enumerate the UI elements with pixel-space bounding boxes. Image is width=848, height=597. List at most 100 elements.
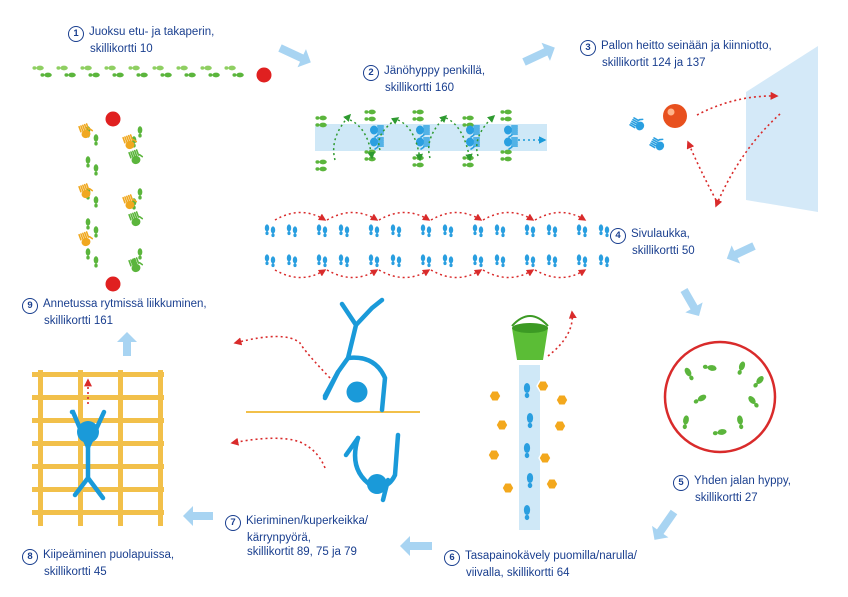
footprint-icon <box>316 224 322 236</box>
ball-icon <box>105 276 121 292</box>
arrow-icon <box>117 332 137 356</box>
footprint-icon <box>85 218 91 230</box>
bucket-path <box>547 310 577 357</box>
footprint-icon <box>442 224 448 236</box>
stick-figure-icon <box>322 297 388 413</box>
footprint-icon <box>292 256 298 268</box>
footprint-icon <box>344 256 350 268</box>
footprint-icon <box>426 256 432 268</box>
hand-icon <box>78 183 94 199</box>
footprint-icon <box>264 254 270 266</box>
footprint-icon <box>85 248 91 260</box>
footprint-icon <box>286 254 292 266</box>
footprint-icon <box>315 122 327 128</box>
footprint-icon <box>500 116 512 122</box>
hand-icon <box>78 231 94 247</box>
footprint-icon <box>364 116 376 122</box>
ball-icon <box>256 67 272 83</box>
footprint-icon <box>93 256 99 268</box>
hand-icon <box>128 257 144 273</box>
footprint-icon <box>604 226 610 238</box>
footprint-icon <box>338 224 344 236</box>
arrow-icon <box>726 242 756 264</box>
ladder-icon <box>32 370 164 526</box>
footprint-icon <box>523 382 531 399</box>
footprint-icon <box>315 166 327 172</box>
footprint-icon <box>552 256 558 268</box>
footprint-icon <box>85 156 91 168</box>
hand-icon <box>128 211 144 227</box>
wall-icon <box>746 46 818 212</box>
footprint-icon <box>270 226 276 238</box>
footprint-icon <box>442 254 448 266</box>
footprint-icon <box>582 256 588 268</box>
footprint-icon <box>500 256 506 268</box>
footprint-icon <box>364 149 376 155</box>
footprint-icon <box>478 226 484 238</box>
footprint-icon <box>93 226 99 238</box>
figure-head <box>367 474 387 494</box>
footprint-icon <box>530 256 536 268</box>
catch-path <box>686 140 717 201</box>
arrow-icon <box>278 44 311 68</box>
footprint-icon <box>88 72 100 78</box>
hand-icon <box>504 125 518 138</box>
station6-footprints <box>523 382 534 521</box>
footprint-icon <box>598 224 604 236</box>
footprint-icon <box>128 65 140 71</box>
footprint-icon <box>338 254 344 266</box>
footprint-icon <box>364 156 376 162</box>
footprint-icon <box>420 254 426 266</box>
footprint-icon <box>500 156 512 162</box>
roll-path <box>230 437 326 469</box>
footprint-icon <box>530 226 536 238</box>
footprint-icon <box>524 254 530 266</box>
footprint-icon <box>412 109 424 115</box>
footprint-icon <box>478 256 484 268</box>
footprint-icon <box>368 224 374 236</box>
hand-icon <box>629 117 645 131</box>
hand-icon <box>128 149 144 165</box>
footprint-icon <box>598 254 604 266</box>
footprint-icon <box>264 224 270 236</box>
footprint-icon <box>137 188 143 200</box>
footprint-icon <box>160 72 172 78</box>
footprint-icon <box>344 226 350 238</box>
footprint-icon <box>737 415 744 430</box>
footprint-icon <box>322 256 328 268</box>
footprint-icon <box>104 65 116 71</box>
footprint-icon <box>546 254 552 266</box>
arrow-icon <box>183 506 213 526</box>
hexagon-icon <box>487 380 569 494</box>
footprint-icon <box>500 149 512 155</box>
arrow-icon <box>522 42 555 66</box>
footprint-icon <box>472 254 478 266</box>
ball-icon <box>105 111 121 127</box>
arrow-icon <box>680 288 703 316</box>
footprint-icon <box>462 115 474 121</box>
footprint-icon <box>64 72 76 78</box>
footprint-icon <box>523 442 531 459</box>
ball-icon <box>663 104 687 128</box>
footprint-icon <box>494 254 500 266</box>
footprint-icon <box>136 72 148 78</box>
footprint-icon <box>552 226 558 238</box>
footprint-icon <box>315 115 327 121</box>
footprint-icon <box>368 254 374 266</box>
footprint-icon <box>523 504 531 521</box>
footprint-icon <box>753 376 764 388</box>
figure-head <box>346 381 368 403</box>
footprint-icon <box>500 109 512 115</box>
footprint-icon <box>524 224 530 236</box>
footprint-icon <box>93 196 99 208</box>
footprint-icon <box>462 155 474 161</box>
footprint-icon <box>93 164 99 176</box>
footprint-icon <box>582 226 588 238</box>
hand-icon <box>78 123 94 139</box>
footprint-icon <box>526 412 534 429</box>
footprint-icon <box>684 367 694 381</box>
